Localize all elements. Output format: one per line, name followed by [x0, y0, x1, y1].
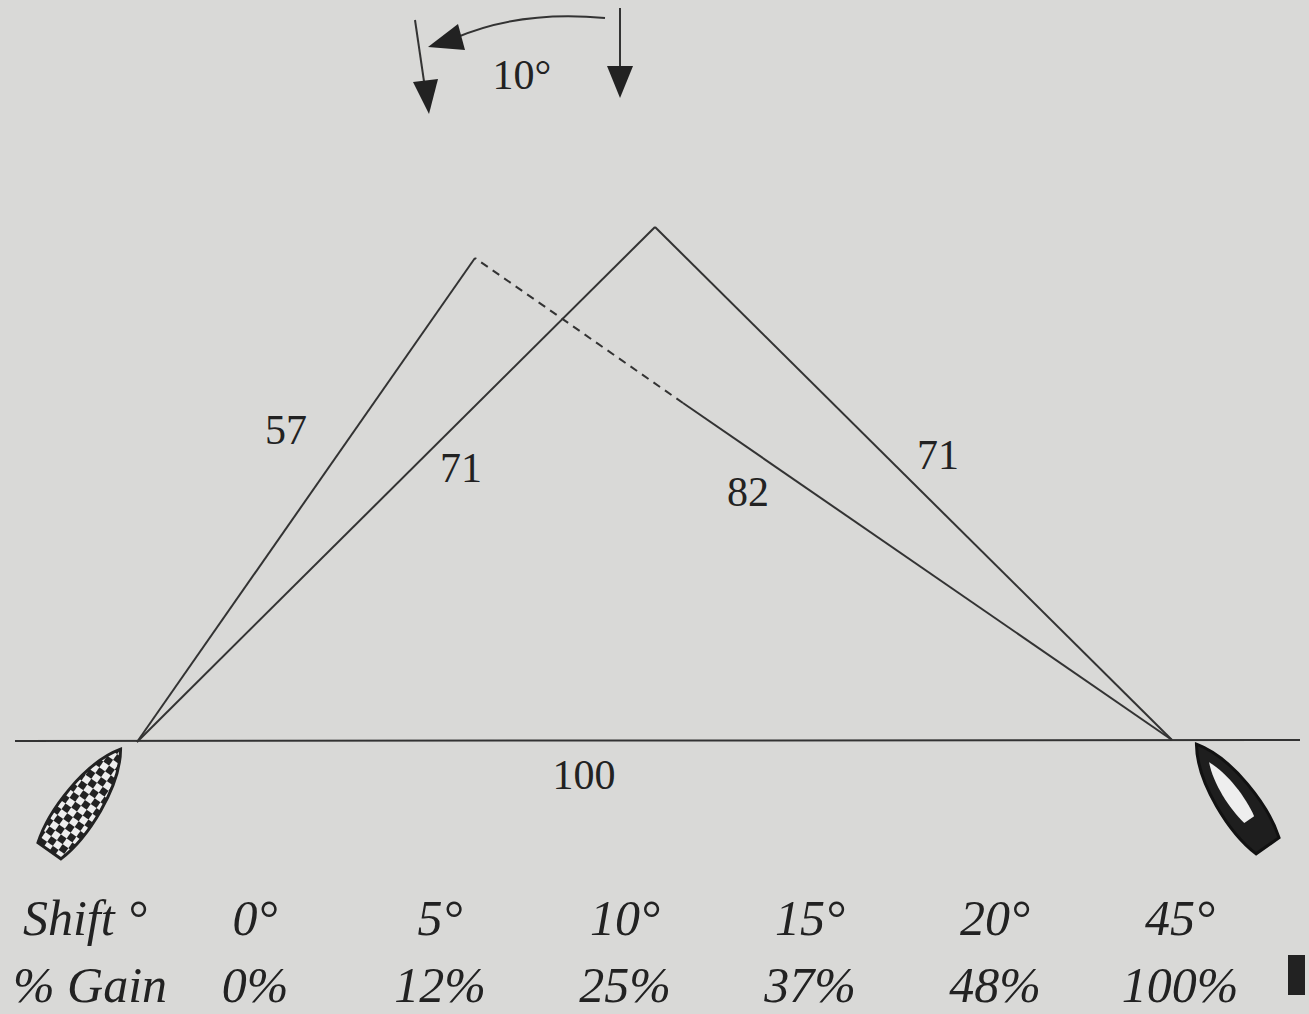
distance-number: 71	[917, 434, 959, 476]
table-cell: 0°	[233, 893, 278, 943]
distance-number: 100	[549, 754, 620, 796]
course-line	[137, 258, 475, 742]
shift-arrow	[455, 16, 605, 38]
table-cell: 37%	[764, 960, 856, 1010]
black-boat	[1180, 733, 1284, 857]
arrow-head	[607, 66, 633, 98]
start-line	[15, 740, 1300, 741]
table-cell: 100%	[1122, 960, 1239, 1010]
arrow-head	[428, 24, 465, 50]
distance-number: 82	[723, 471, 773, 513]
distance-number: 57	[265, 409, 307, 451]
course-line	[137, 227, 655, 742]
distance-number: 71	[440, 447, 482, 489]
row-heading: % Gain	[13, 960, 167, 1010]
table-cell: 12%	[394, 960, 486, 1010]
course-line	[683, 403, 1172, 740]
dashed-line	[475, 258, 683, 403]
table-cell: 45°	[1145, 893, 1215, 943]
table-cell: 20°	[960, 893, 1030, 943]
row-heading: Shift °	[23, 893, 147, 943]
table-cell: 0%	[222, 960, 289, 1010]
table-cell: 10°	[590, 893, 660, 943]
table-cell: 5°	[418, 893, 463, 943]
table-cell: 25%	[579, 960, 671, 1010]
table-cell: 15°	[775, 893, 845, 943]
arrow-head	[413, 79, 438, 114]
checkered-boat	[33, 738, 137, 862]
angle-label: 10°	[493, 54, 552, 96]
course-line	[655, 227, 1172, 740]
edge-mark	[1288, 955, 1305, 995]
table-cell: 48%	[949, 960, 1041, 1010]
